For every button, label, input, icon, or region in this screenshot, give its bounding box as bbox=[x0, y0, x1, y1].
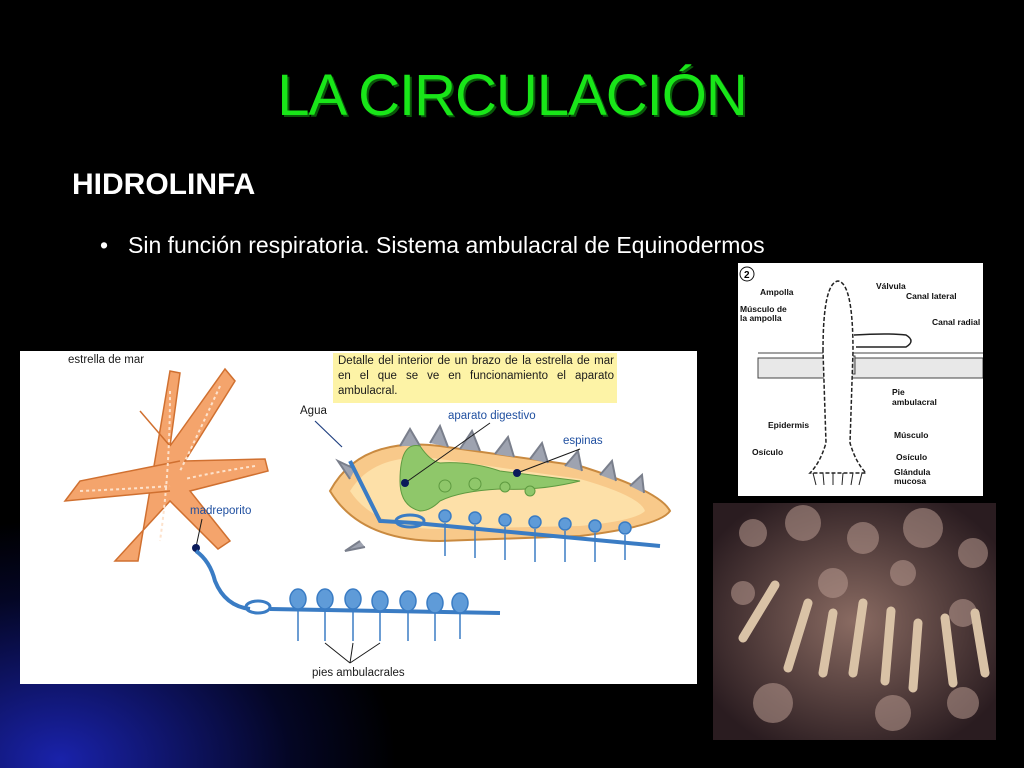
body-wall-layer bbox=[757, 357, 984, 379]
water-arrow bbox=[314, 420, 343, 448]
tube-foot-container: Pie ambulacral bbox=[892, 387, 937, 407]
ampulla-label: Ampolla bbox=[760, 287, 794, 297]
valve-label: Válvula bbox=[876, 281, 906, 291]
tube-feet-photo bbox=[713, 503, 996, 740]
madreporite-label: madreporito bbox=[190, 505, 251, 517]
starfish-label: estrella de mar bbox=[68, 354, 144, 366]
mucous-gland-container: Glándula mucosa bbox=[894, 468, 931, 486]
digestive-point bbox=[401, 479, 409, 487]
tube-feet-leaders bbox=[324, 642, 381, 664]
note-container: Detalle del interior de un brazo de la e… bbox=[338, 355, 614, 397]
tube-feet-photo-svg bbox=[713, 503, 996, 740]
epidermis-label: Epidermis bbox=[768, 420, 809, 430]
ampulla-muscle-container: Músculo de la ampolla bbox=[740, 305, 787, 323]
tube-feet-label: pies ambulacrales bbox=[312, 667, 405, 679]
arm-tube-feet bbox=[438, 509, 632, 562]
mucous-gland-label: Glándula mucosa bbox=[894, 468, 931, 486]
ring-canal bbox=[244, 599, 272, 615]
arm-cross-section bbox=[328, 423, 672, 552]
diagram-number: 2 bbox=[744, 270, 750, 281]
water-label: Agua bbox=[300, 405, 327, 417]
spines-leader bbox=[516, 448, 581, 474]
madreporite-leader bbox=[195, 518, 203, 548]
bullet-dot-icon: • bbox=[100, 232, 109, 258]
spines-point bbox=[513, 469, 521, 477]
slide-subtitle: HIDROLINFA bbox=[72, 168, 256, 201]
ampulla-muscle-label: Músculo de la ampolla bbox=[740, 305, 787, 323]
lateral-canal-shape bbox=[853, 333, 912, 348]
spines-label: espinas bbox=[563, 435, 603, 447]
slide-title: LA CIRCULACIÓN bbox=[277, 63, 747, 128]
number-badge bbox=[739, 266, 755, 282]
bullet-text: Sin función respiratoria. Sistema ambula… bbox=[128, 232, 765, 258]
digestive-leader bbox=[404, 422, 491, 484]
radial-canal-label: Canal radial bbox=[932, 317, 980, 327]
sucker-lines bbox=[812, 472, 863, 486]
tube-foot-detail-svg: 2 Ampolla Músculo de la ampolla Válvula … bbox=[739, 266, 984, 486]
note-box bbox=[333, 353, 617, 403]
lower-tube-feet bbox=[289, 588, 469, 641]
stone-canal bbox=[194, 549, 251, 611]
ambulacral-system-diagram: estrella de mar Detalle del interior de … bbox=[20, 351, 697, 684]
ossicle-right-label: Osículo bbox=[896, 452, 927, 462]
ampulla-foot-outline bbox=[808, 280, 868, 474]
starfish-illustration bbox=[63, 367, 269, 562]
tube-foot-label: Pie ambulacral bbox=[892, 387, 937, 407]
ossicle-left-label: Osículo bbox=[752, 447, 783, 457]
tube-foot-detail-diagram: 2 Ampolla Músculo de la ampolla Válvula … bbox=[738, 263, 984, 496]
lateral-canal-label: Canal lateral bbox=[906, 291, 957, 301]
ambulacral-system-svg: estrella de mar Detalle del interior de … bbox=[63, 353, 672, 679]
note-text: Detalle del interior de un brazo de la e… bbox=[338, 355, 614, 397]
muscle-label: Músculo bbox=[894, 430, 928, 440]
digestive-label: aparato digestivo bbox=[448, 410, 536, 422]
bullet-point: • Sin función respiratoria. Sistema ambul… bbox=[100, 232, 765, 259]
